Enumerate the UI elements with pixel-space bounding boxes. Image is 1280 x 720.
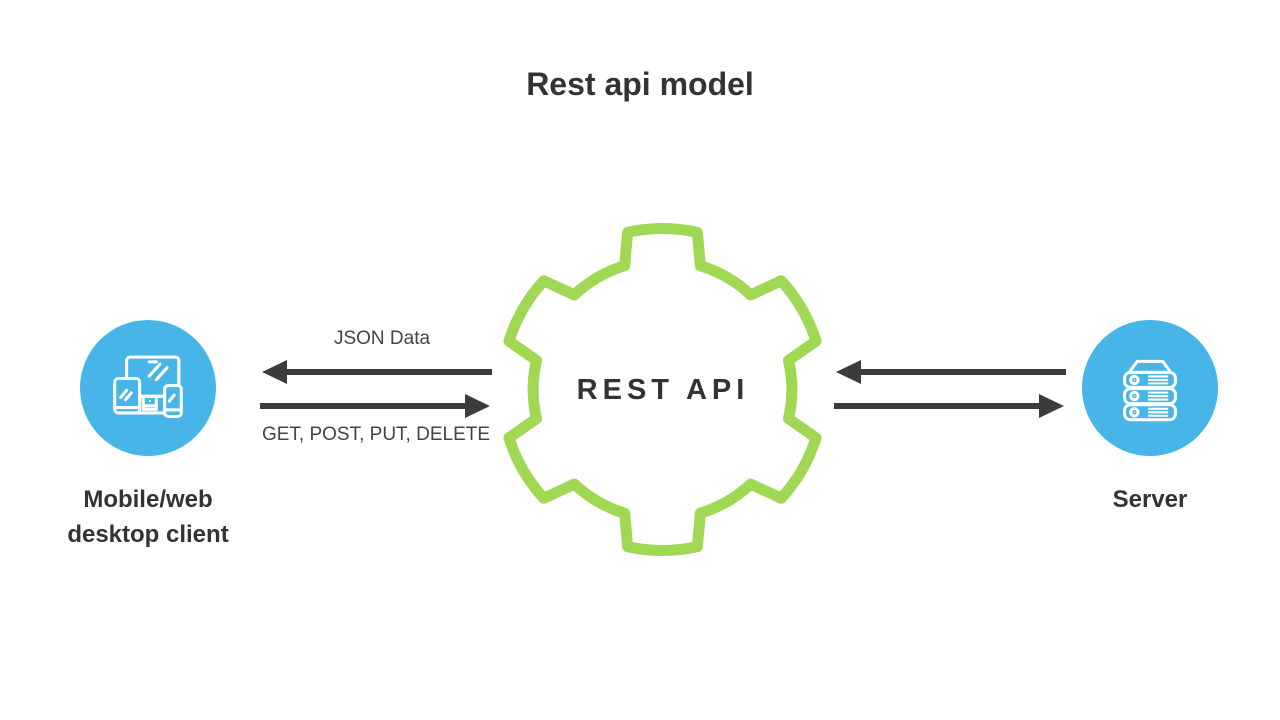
client-label: Mobile/web desktop client [18,482,278,552]
rest-api-label: REST API [576,374,750,406]
arrow-api-to-client [262,360,492,384]
client-label-line2: desktop client [67,521,229,548]
json-data-label: JSON Data [333,328,431,349]
arrow-api-to-server [834,394,1064,418]
page-title: Rest api model [526,66,754,102]
client-label-line1: Mobile/web [83,486,213,513]
server-label: Server [1112,486,1188,513]
client-node [80,320,216,456]
http-methods-label: GET, POST, PUT, DELETE [261,424,491,445]
server-stack-icon [1123,359,1177,422]
arrow-server-to-api [836,360,1066,384]
arrow-client-to-api [260,394,490,418]
gear-outline-icon [503,223,822,556]
server-node [1082,320,1218,456]
devices-icon [113,355,183,419]
